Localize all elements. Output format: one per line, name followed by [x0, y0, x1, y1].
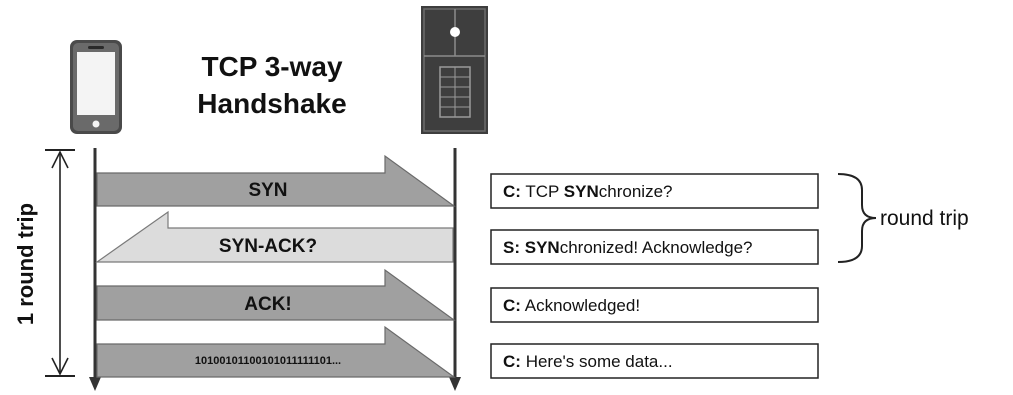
server-tower-icon: [421, 6, 488, 134]
message-post: Acknowledged!: [525, 296, 640, 315]
message-prefix: C:: [503, 352, 521, 371]
smartphone-icon: [70, 40, 122, 134]
round-trip-brace: [837, 173, 877, 263]
message-text: S: SYNchronized! Acknowledge?: [503, 238, 753, 257]
message-post: Here's some data...: [526, 352, 673, 371]
syn-ack-arrow-label: SYN-ACK?: [219, 236, 317, 257]
message-pre: TCP: [525, 182, 563, 201]
message-box-syn-ack: S: SYNchronized! Acknowledge?: [490, 229, 819, 265]
message-box-ack: C: Acknowledged!: [490, 287, 819, 323]
message-prefix: C:: [503, 182, 521, 201]
message-strong: SYN: [564, 182, 599, 201]
syn-arrow-label: SYN: [248, 180, 287, 201]
message-box-data: C: Here's some data...: [490, 343, 819, 379]
title-line-2: Handshake: [197, 88, 346, 119]
message-strong: SYN: [525, 238, 560, 257]
message-post: chronized! Acknowledge?: [560, 238, 753, 257]
message-post: chronize?: [599, 182, 673, 201]
message-prefix: S:: [503, 238, 520, 257]
server-lifeline: [449, 148, 461, 391]
client-lifeline: [89, 148, 101, 391]
message-text: C: Here's some data...: [503, 352, 673, 371]
message-text: C: TCP SYNchronize?: [503, 182, 672, 201]
message-text: C: Acknowledged!: [503, 296, 640, 315]
title-line-1: TCP 3-way: [201, 51, 343, 82]
message-box-syn: C: TCP SYNchronize?: [490, 173, 819, 209]
ack-arrow-label: ACK!: [244, 294, 292, 315]
ack-arrow: ACK!: [96, 268, 456, 321]
syn-arrow: SYN: [96, 154, 456, 207]
message-prefix: C:: [503, 296, 521, 315]
round-trip-measure: [45, 149, 75, 377]
side-label: 1 round trip: [13, 203, 38, 325]
data-arrow: 10100101100101011111101...: [96, 325, 456, 378]
data-arrow-label: 10100101100101011111101...: [195, 355, 341, 367]
brace-label: round trip: [880, 207, 969, 230]
syn-ack-arrow: SYN-ACK?: [95, 210, 454, 263]
